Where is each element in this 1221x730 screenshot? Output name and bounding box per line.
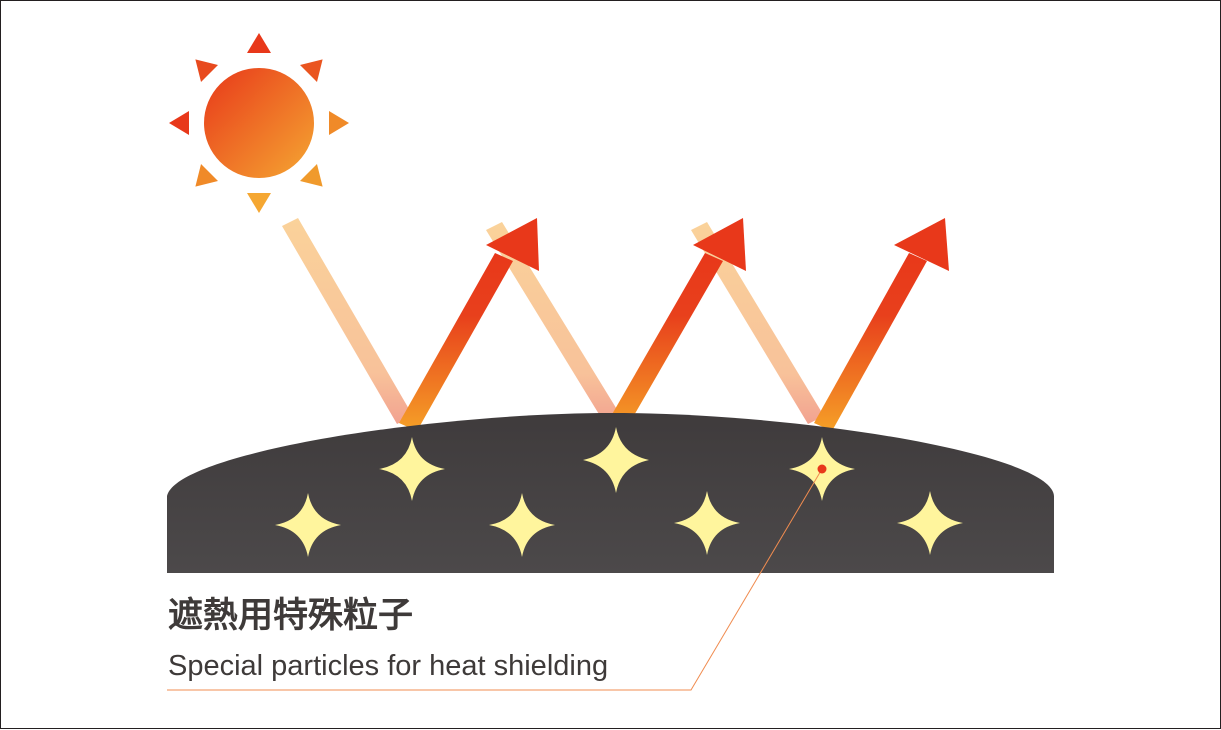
reflected-rays [399,218,949,431]
sun-icon [169,33,349,213]
four-point-star-icon [674,491,740,555]
four-point-star-icon [379,437,445,501]
four-point-star-icon [275,493,341,557]
leader-dot [817,464,827,474]
caption-title-ja: 遮熱用特殊粒子 [168,596,414,636]
incoming-ray [691,222,824,424]
incoming-ray [282,218,413,424]
leader-line [167,464,827,691]
incoming-rays [282,218,824,424]
four-point-star-icon [583,427,649,493]
reflected-arrow [399,218,539,431]
reflected-arrow [814,218,949,431]
heat-shield-surface [167,413,1054,573]
incoming-ray [486,222,621,424]
caption-subtitle-en: Special particles for heat shielding [168,650,609,682]
four-point-star-icon [489,493,555,557]
four-point-star-icon [897,491,963,555]
reflected-arrow [607,218,746,431]
